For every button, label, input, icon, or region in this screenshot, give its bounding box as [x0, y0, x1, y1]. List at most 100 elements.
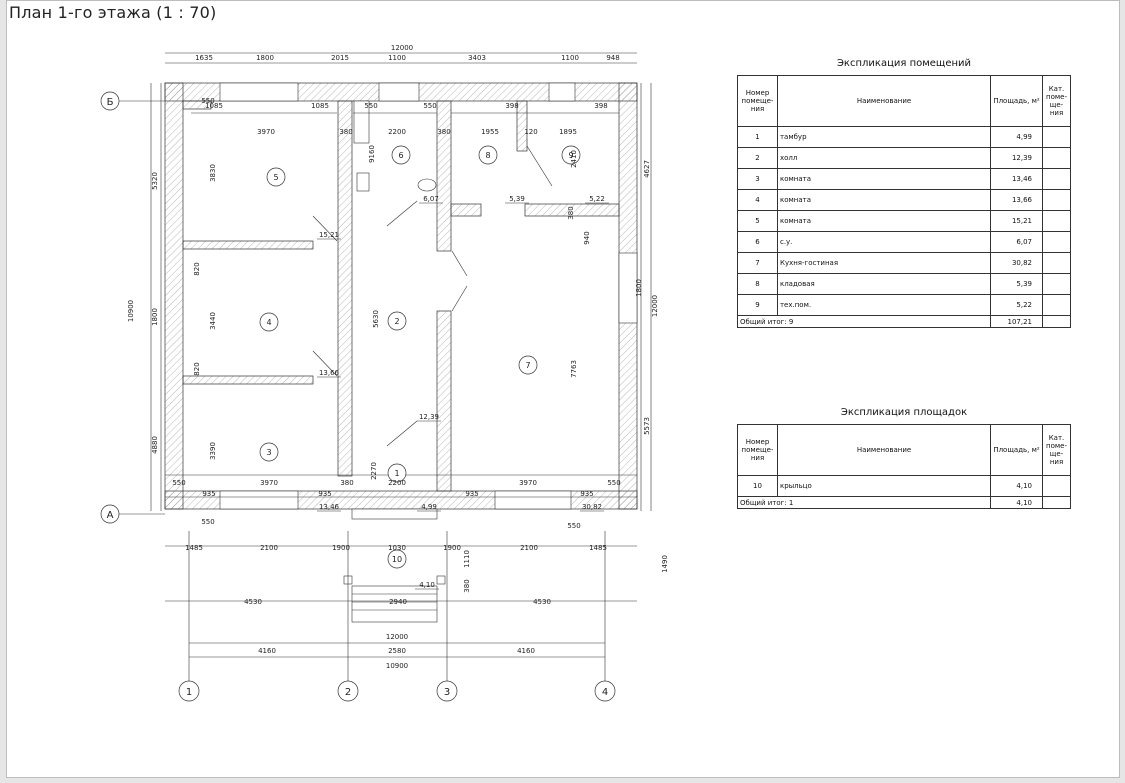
dimension-label: 2410 [570, 150, 578, 168]
axis-label: 1 [186, 687, 192, 698]
dimension-label: 9160 [368, 145, 376, 163]
dimension-label: 4627 [643, 160, 651, 178]
room-area: 5,39 [990, 273, 1043, 295]
dimension-label: 3390 [209, 442, 217, 460]
col-header-category: Кат. поме- ще- ния [1041, 424, 1072, 476]
room-category [1041, 168, 1072, 190]
platforms-table-title: Экспликация площадок [840, 407, 968, 418]
total-area: 4,10 [990, 496, 1043, 509]
dimension-label: 550 [567, 522, 580, 530]
dimension-label: 4530 [244, 598, 262, 606]
room-name: тех.пом. [776, 294, 992, 316]
room-number: 6 [737, 231, 778, 253]
room-name: кладовая [776, 273, 992, 295]
dimension-label: 2580 [388, 647, 406, 655]
total-category [1041, 496, 1072, 509]
axis-label: 4 [602, 687, 608, 698]
dimension-label: 1900 [443, 544, 461, 552]
dimension-label: 1955 [481, 128, 499, 136]
dimension-label: 1485 [589, 544, 607, 552]
dimension-label: 2200 [388, 128, 406, 136]
dimension-label: 1110 [463, 550, 471, 568]
dimension-label: 5630 [372, 310, 380, 328]
room-number: 1 [737, 126, 778, 148]
room-name: холл [776, 147, 992, 169]
dimension-label: 3830 [209, 164, 217, 182]
dimension-label: 1895 [559, 128, 577, 136]
door-leaf [451, 250, 468, 277]
dimension-label: 940 [583, 231, 591, 244]
dimension-label: 2200 [388, 479, 406, 487]
dimension-label: 2100 [520, 544, 538, 552]
dimension-label: 380 [463, 579, 471, 592]
dimension-label: 1100 [388, 54, 406, 62]
col-header-number: Номер помеще- ния [737, 75, 778, 127]
dimension-label: 935 [465, 490, 478, 498]
room-marker [259, 442, 279, 462]
room-category [1041, 475, 1072, 497]
door-leaf [526, 145, 553, 187]
wall [436, 310, 452, 492]
room-number-label: 9 [568, 151, 573, 160]
room-marker [387, 311, 407, 331]
room-name: тамбур [776, 126, 992, 148]
room-marker [561, 145, 581, 165]
dimension-label: 10900 [127, 300, 135, 322]
dimension-label: 7763 [570, 360, 578, 378]
room-number: 5 [737, 210, 778, 232]
room-name: комната [776, 210, 992, 232]
wall [337, 100, 353, 477]
dimension-label: 550 [201, 518, 214, 526]
room-number-label: 2 [394, 317, 399, 326]
col-header-name: Наименование [776, 75, 992, 127]
col-header-number: Номер помеще- ния [737, 424, 778, 476]
room-area: 5,22 [990, 294, 1043, 316]
col-header-area: Площадь, м² [990, 424, 1043, 476]
dimension-label: 550 [172, 479, 185, 487]
room-area-label: 4,10 [419, 581, 435, 589]
dimension-label: 12000 [391, 44, 413, 52]
wall [436, 100, 452, 252]
dimension-label: 1030 [388, 544, 406, 552]
dimension-label: 3440 [209, 312, 217, 330]
room-category [1041, 294, 1072, 316]
room-area-label: 5,39 [509, 195, 525, 203]
platforms-explication-table: Номер помеще- ния Наименование Площадь, … [736, 424, 1072, 509]
room-number-label: 6 [398, 151, 403, 160]
room-area-label: 13,46 [319, 503, 340, 511]
room-number-label: 4 [266, 318, 271, 327]
room-area-label: 5,22 [589, 195, 605, 203]
dimension-label: 120 [524, 128, 537, 136]
room-name: комната [776, 168, 992, 190]
room-marker [387, 463, 407, 483]
dimension-label: 550 [364, 102, 377, 110]
wall [524, 203, 620, 217]
room-area: 6,07 [990, 231, 1043, 253]
rooms-explication-table: Номер помеще- ния Наименование Площадь, … [736, 75, 1072, 328]
dimension-label: 935 [202, 490, 215, 498]
room-name: с.у. [776, 231, 992, 253]
dimension-label: 2015 [331, 54, 349, 62]
room-category [1041, 231, 1072, 253]
wall [182, 100, 212, 110]
door-leaf [312, 350, 338, 377]
room-area: 12,39 [990, 147, 1043, 169]
toilet [417, 178, 437, 192]
dimension-label: 1485 [185, 544, 203, 552]
room-marker [387, 549, 407, 569]
dimension-label: 820 [193, 262, 201, 275]
wall [182, 375, 314, 385]
window [219, 490, 299, 510]
wall [516, 100, 528, 152]
room-number: 10 [737, 475, 778, 497]
dimension-label: 12000 [651, 295, 659, 317]
dimension-label: 4160 [517, 647, 535, 655]
room-name: Кухня-гостиная [776, 252, 992, 274]
wall [182, 240, 314, 250]
dimension-label: 550 [423, 102, 436, 110]
room-marker [259, 312, 279, 332]
